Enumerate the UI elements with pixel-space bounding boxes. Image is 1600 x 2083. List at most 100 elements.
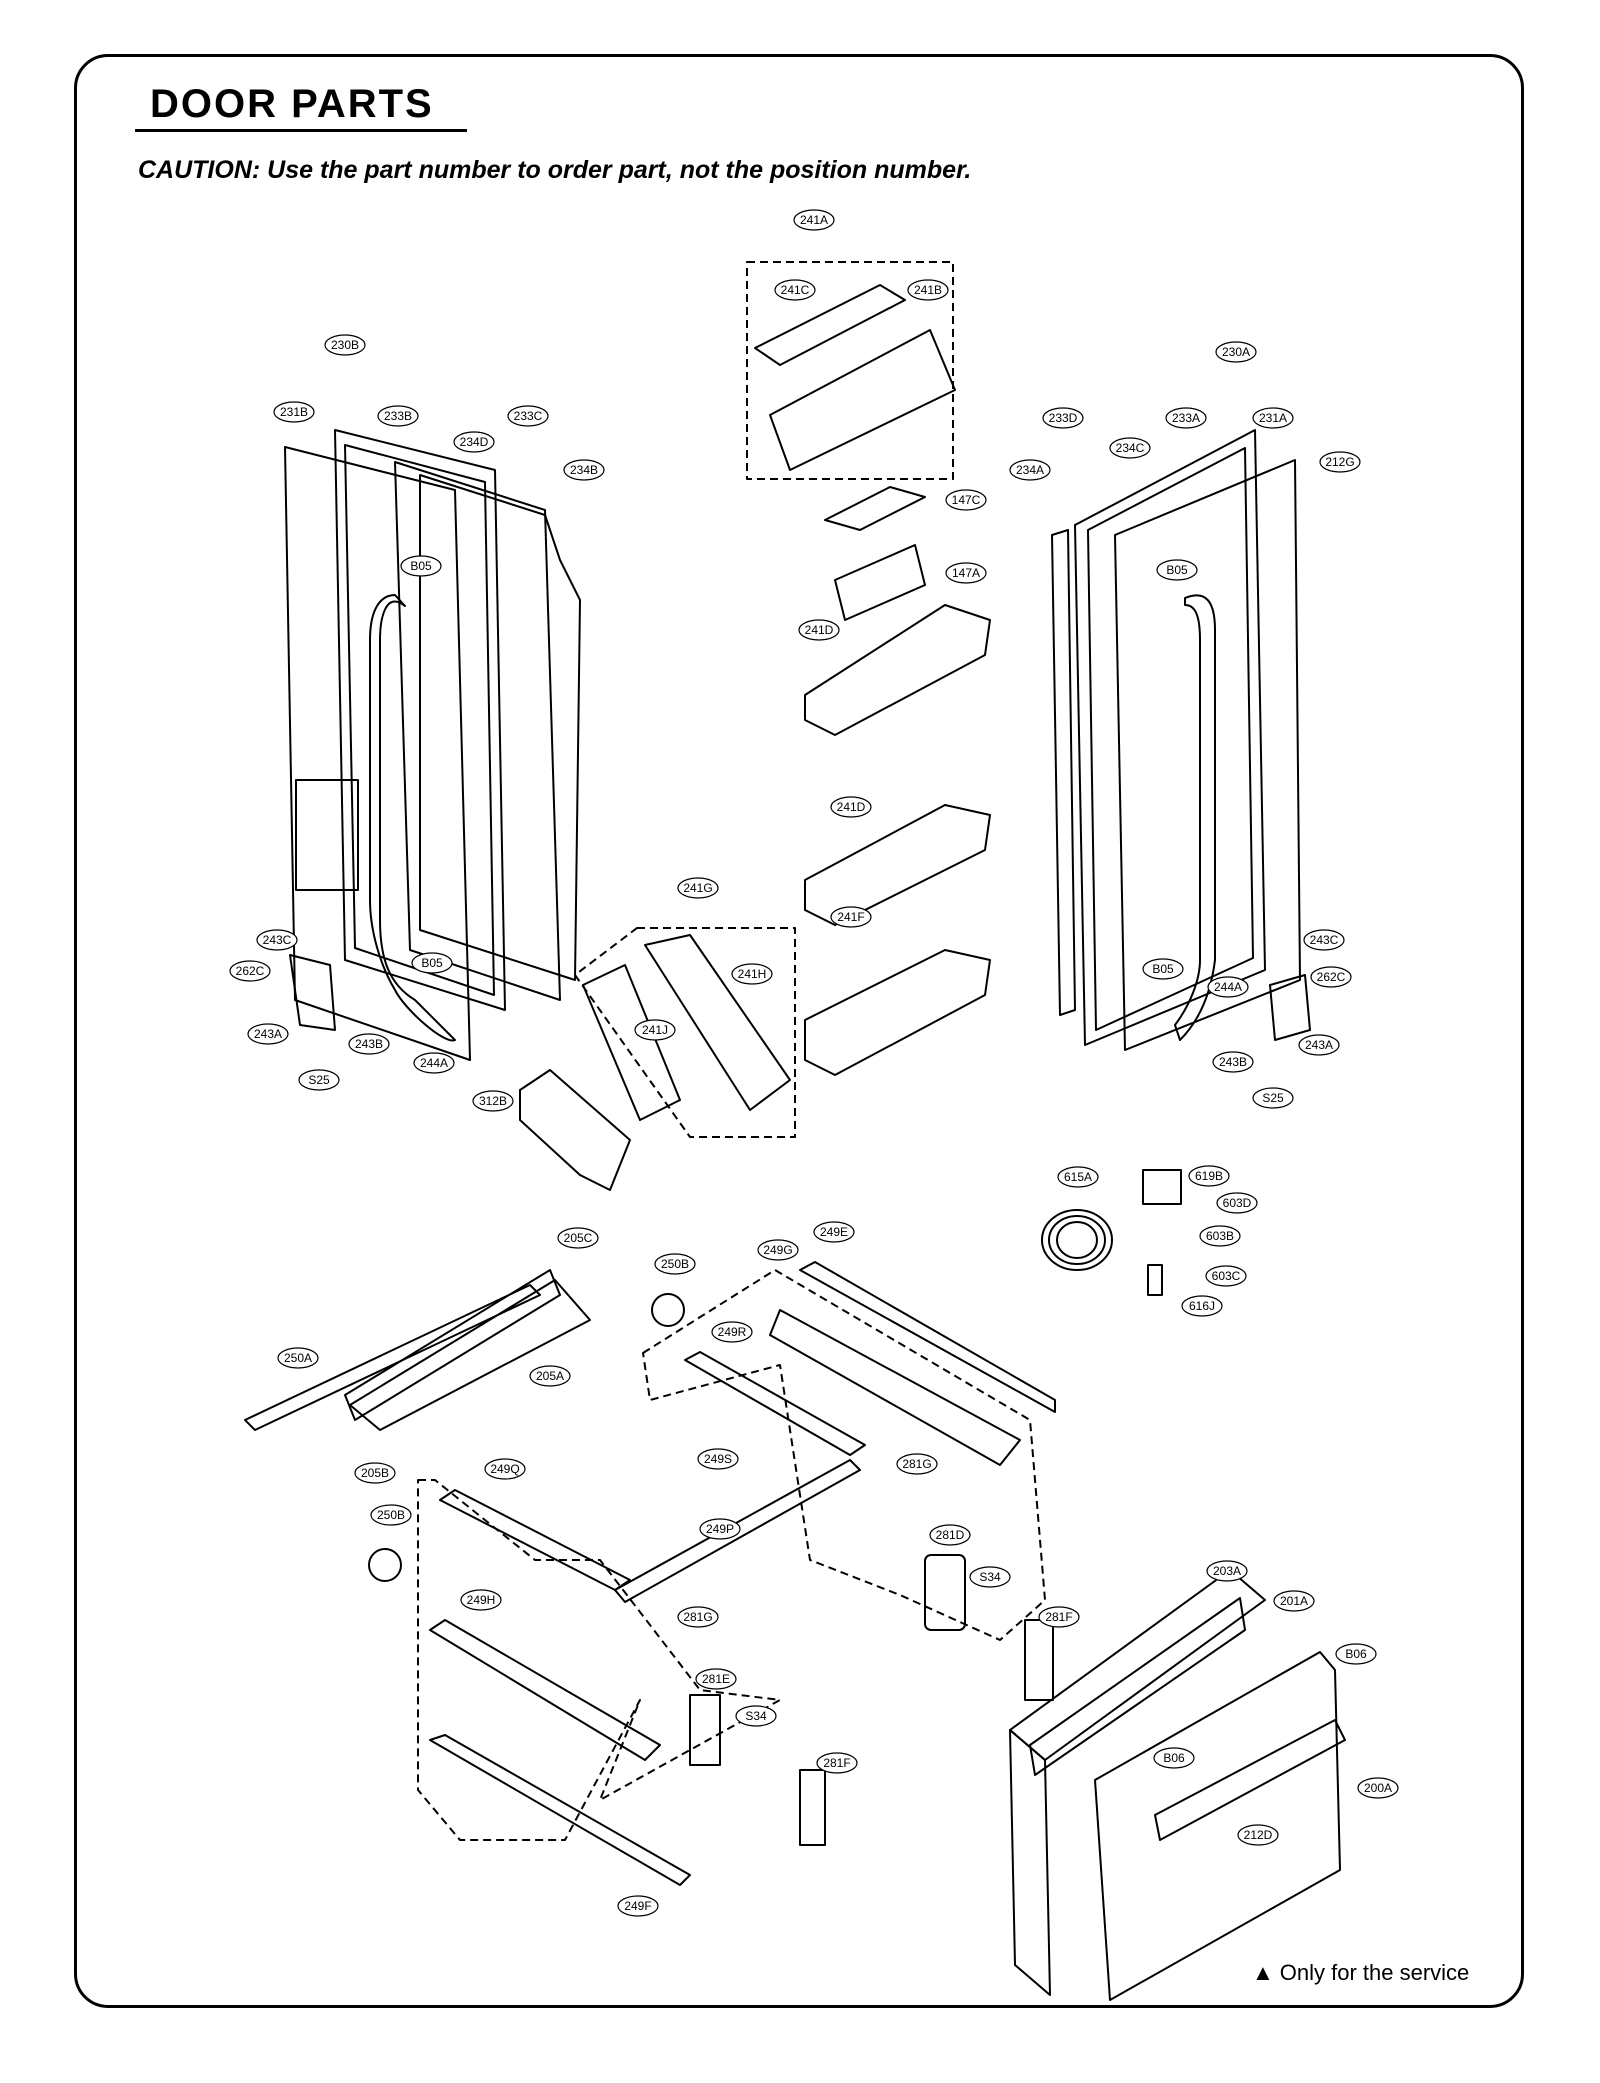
top-bin <box>754 284 956 471</box>
part-number: 234B <box>570 463 598 477</box>
part-callout-615a: 615A <box>1057 1166 1099 1188</box>
part-number: 233B <box>384 409 412 423</box>
part-number: 233D <box>1049 411 1078 425</box>
group-box-249-lower <box>417 1479 781 1841</box>
part-number: B06 <box>1163 1751 1185 1765</box>
part-callout-147a: 147A <box>945 562 987 584</box>
part-callout-212g: 212G <box>1319 451 1361 473</box>
part-number: 616J <box>1189 1299 1215 1313</box>
part-number: 243C <box>1310 933 1339 947</box>
part-callout-212d: 212D <box>1237 1824 1279 1846</box>
part-number: 231A <box>1259 411 1287 425</box>
triangle-icon: ▲ <box>1252 1960 1274 1985</box>
part-callout-234a: 234A <box>1009 459 1051 481</box>
part-number: 249Q <box>490 1462 519 1476</box>
part-number: B05 <box>1152 962 1174 976</box>
left-door-liner <box>394 461 581 1001</box>
part-number: 200A <box>1364 1781 1392 1795</box>
part-callout-241f: 241F <box>830 906 872 928</box>
part-number: 603C <box>1212 1269 1241 1283</box>
part-number: 619B <box>1195 1169 1223 1183</box>
rail-250A <box>244 1284 541 1431</box>
part-callout-205a: 205A <box>529 1365 571 1387</box>
part-number: 230A <box>1222 345 1250 359</box>
part-callout-243c: 243C <box>256 929 298 951</box>
cover-312B <box>519 1069 631 1191</box>
part-callout-234b: 234B <box>563 459 605 481</box>
gear-250B-upper <box>651 1293 685 1327</box>
part-number: 230B <box>331 338 359 352</box>
part-callout-b05: B05 <box>400 555 442 577</box>
part-number: 281E <box>702 1672 730 1686</box>
part-callout-241c: 241C <box>774 279 816 301</box>
part-number: 250B <box>377 1508 405 1522</box>
connector-616J <box>1147 1264 1163 1296</box>
part-number: 241D <box>837 800 866 814</box>
part-callout-234d: 234D <box>453 431 495 453</box>
part-callout-244a: 244A <box>413 1052 455 1074</box>
part-number: 234A <box>1016 463 1044 477</box>
part-number: 249E <box>820 1225 848 1239</box>
shelf-bin-241F <box>804 949 991 1076</box>
part-callout-249r: 249R <box>711 1321 753 1343</box>
part-callout-281f: 281F <box>816 1752 858 1774</box>
part-callout-241b: 241B <box>907 279 949 301</box>
page-title: DOOR PARTS <box>150 82 434 126</box>
part-callout-243b: 243B <box>1212 1051 1254 1073</box>
part-callout-312b: 312B <box>472 1090 514 1112</box>
part-number: S25 <box>308 1073 330 1087</box>
part-number: 205A <box>536 1369 564 1383</box>
cover-249G <box>769 1309 1021 1466</box>
part-callout-233a: 233A <box>1165 407 1207 429</box>
part-number: 250B <box>661 1257 689 1271</box>
part-number: 205C <box>564 1231 593 1245</box>
part-callout-249s: 249S <box>697 1448 739 1470</box>
part-number: 212D <box>1244 1828 1273 1842</box>
part-number: 241A <box>800 213 828 227</box>
part-callout-241j: 241J <box>634 1019 676 1041</box>
part-number: 281F <box>823 1756 850 1770</box>
left-door-outer <box>284 446 471 1061</box>
part-callout-231b: 231B <box>273 401 315 423</box>
right-door-strip <box>1051 529 1076 1016</box>
part-number: S25 <box>1262 1091 1284 1105</box>
part-callout-205b: 205B <box>354 1462 396 1484</box>
part-number: 147C <box>952 493 981 507</box>
part-callout-249q: 249Q <box>484 1458 526 1480</box>
right-door-gasket <box>1074 429 1266 1046</box>
part-callout-249h: 249H <box>460 1589 502 1611</box>
part-callout-241h: 241H <box>731 963 773 985</box>
bracket-281D <box>924 1554 966 1631</box>
part-callout-b05: B05 <box>411 952 453 974</box>
shelf-bin-241D-upper <box>804 604 991 736</box>
caution-note: CAUTION: Use the part number to order pa… <box>138 156 972 184</box>
part-callout-281g: 281G <box>896 1453 938 1475</box>
part-callout-250b: 250B <box>370 1504 412 1526</box>
part-number: 147A <box>952 566 980 580</box>
part-number: 281G <box>902 1457 931 1471</box>
part-callout-249g: 249G <box>757 1239 799 1261</box>
rail-249H <box>429 1619 661 1761</box>
part-number: 244A <box>1214 980 1242 994</box>
drawer-gasket <box>1009 1569 1266 1996</box>
part-callout-243a: 243A <box>247 1023 289 1045</box>
part-callout-619b: 619B <box>1188 1165 1230 1187</box>
water-tube <box>1041 1209 1113 1271</box>
part-number: 281D <box>936 1528 965 1542</box>
part-callout-s34: S34 <box>735 1705 777 1727</box>
part-number: 241B <box>914 283 942 297</box>
rail-249F <box>429 1734 691 1886</box>
part-number: 312B <box>479 1094 507 1108</box>
part-number: 233A <box>1172 411 1200 425</box>
part-callout-244a: 244A <box>1207 976 1249 998</box>
part-callout-s34: S34 <box>969 1566 1011 1588</box>
gear-250B-lower <box>368 1548 402 1582</box>
part-number: 212G <box>1325 455 1354 469</box>
part-callout-200a: 200A <box>1357 1777 1399 1799</box>
part-number: 281F <box>1045 1610 1072 1624</box>
right-door-outer <box>1114 459 1301 1051</box>
part-callout-231a: 231A <box>1252 407 1294 429</box>
part-number: 203A <box>1213 1564 1241 1578</box>
